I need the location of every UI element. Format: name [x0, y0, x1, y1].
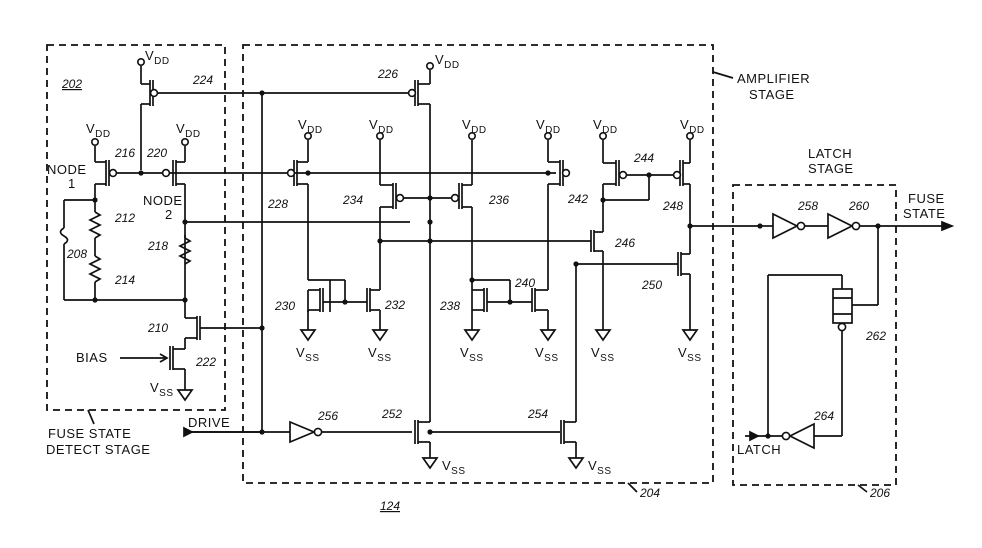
svg-text:STATE: STATE	[903, 206, 945, 221]
svg-text:VSS: VSS	[678, 345, 702, 364]
svg-text:2: 2	[165, 207, 173, 222]
svg-text:230: 230	[274, 299, 295, 313]
amplifier-wiring	[190, 70, 760, 470]
svg-text:232: 232	[384, 298, 405, 312]
svg-text:202: 202	[61, 77, 82, 91]
svg-text:VSS: VSS	[150, 380, 174, 399]
fuse-state-detect-stage-box	[46, 44, 226, 411]
svg-text:VDD: VDD	[369, 117, 394, 136]
svg-text:252: 252	[381, 407, 402, 421]
svg-text:222: 222	[195, 355, 216, 369]
svg-text:VSS: VSS	[296, 345, 320, 364]
latch-stage-box	[732, 184, 897, 486]
svg-text:VDD: VDD	[176, 121, 201, 140]
svg-text:248: 248	[662, 199, 683, 213]
svg-text:264: 264	[813, 409, 834, 423]
reference-numerals: 202 124 204 206 208 210 212 214 216 218 …	[61, 67, 890, 513]
svg-text:VDD: VDD	[462, 117, 487, 136]
fuse-state-label: FUSE	[908, 191, 945, 206]
svg-text:224: 224	[192, 73, 213, 87]
svg-text:VSS: VSS	[460, 345, 484, 364]
svg-text:VSS: VSS	[442, 458, 466, 477]
svg-text:VDD: VDD	[435, 52, 460, 71]
svg-text:236: 236	[488, 193, 509, 207]
svg-text:124: 124	[380, 499, 400, 513]
signal-labels: NODE 1 NODE 2 BIAS DRIVE LATCH AMPLIFIER…	[46, 71, 945, 457]
svg-text:VDD: VDD	[145, 48, 170, 67]
svg-text:206: 206	[869, 486, 890, 500]
svg-text:VSS: VSS	[535, 345, 559, 364]
svg-text:VDD: VDD	[86, 121, 111, 140]
svg-text:250: 250	[641, 278, 662, 292]
svg-text:1: 1	[68, 176, 76, 191]
svg-text:226: 226	[377, 67, 398, 81]
svg-text:214: 214	[114, 273, 135, 287]
svg-text:VSS: VSS	[368, 345, 392, 364]
svg-text:246: 246	[614, 236, 635, 250]
drive-label: DRIVE	[188, 415, 230, 430]
svg-text:VSS: VSS	[588, 458, 612, 477]
svg-text:VDD: VDD	[593, 117, 618, 136]
svg-text:212: 212	[114, 211, 135, 225]
amplifier-stage-box	[242, 44, 714, 484]
svg-text:254: 254	[527, 407, 548, 421]
svg-text:242: 242	[567, 192, 588, 206]
vss-labels: VSS VSS VSS VSS VSS VSS VSS VSS VSS	[150, 345, 702, 477]
svg-text:220: 220	[146, 146, 167, 160]
bias-label: BIAS	[76, 350, 108, 365]
svg-text:262: 262	[865, 329, 886, 343]
latch-wiring	[745, 212, 955, 450]
svg-text:256: 256	[317, 409, 338, 423]
svg-text:240: 240	[514, 276, 535, 290]
svg-text:210: 210	[147, 321, 168, 335]
node2-label: NODE	[143, 193, 183, 208]
svg-text:260: 260	[848, 199, 869, 213]
svg-text:STAGE: STAGE	[808, 161, 854, 176]
latch-stage-label: LATCH	[808, 146, 852, 161]
fuse-detect-stage-label: FUSE STATE	[48, 426, 131, 441]
svg-text:234: 234	[342, 193, 363, 207]
svg-text:238: 238	[439, 299, 460, 313]
svg-text:VSS: VSS	[591, 345, 615, 364]
amplifier-stage-label: AMPLIFIER	[737, 71, 810, 86]
svg-text:228: 228	[267, 197, 288, 211]
svg-text:VDD: VDD	[536, 117, 561, 136]
svg-text:STAGE: STAGE	[749, 87, 795, 102]
svg-text:VDD: VDD	[298, 117, 323, 136]
svg-text:216: 216	[114, 146, 135, 160]
node1-label: NODE	[47, 162, 87, 177]
latch-label: LATCH	[737, 442, 781, 457]
svg-text:208: 208	[66, 247, 87, 261]
svg-text:DETECT STAGE: DETECT STAGE	[46, 442, 150, 457]
fuse-detect-wiring	[59, 66, 410, 402]
svg-text:204: 204	[639, 486, 660, 500]
svg-text:258: 258	[797, 199, 818, 213]
svg-text:244: 244	[633, 151, 654, 165]
svg-text:218: 218	[147, 239, 168, 253]
svg-text:VDD: VDD	[680, 117, 705, 136]
vdd-labels: VDD VDD VDD VDD VDD VDD VDD VDD VDD VDD	[86, 48, 705, 140]
